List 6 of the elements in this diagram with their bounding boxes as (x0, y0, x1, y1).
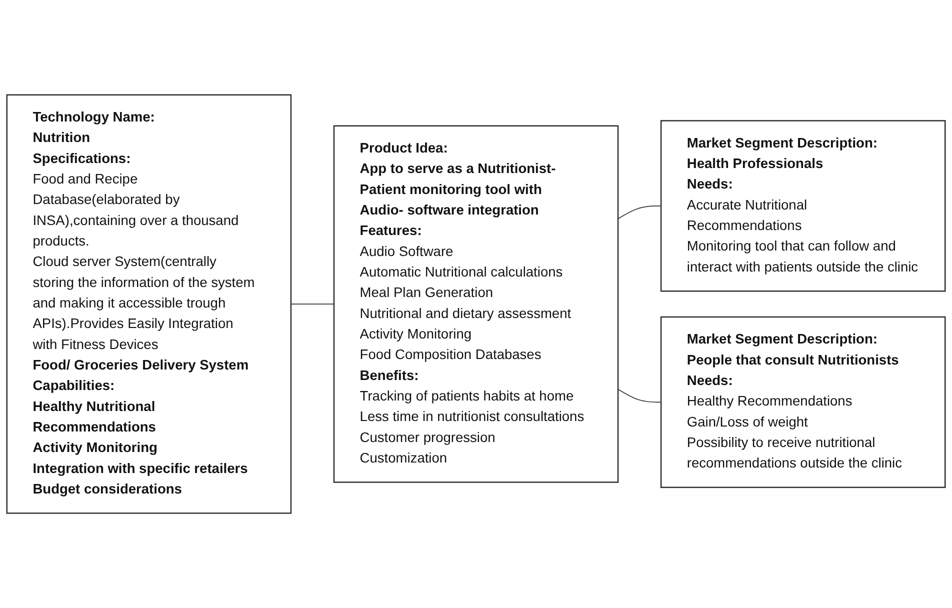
connector (618, 388, 662, 403)
node-box: Market Segment Description: Health Professionals Needs: Accurate Nutritional Recommendations Monitoring tool that can follow and interact with patients outside the clinic (660, 120, 946, 292)
node-box: Technology Name: Nutrition Specifications: Food and Recipe Database(elaborated by INSA),containing over a thousand products. Cloud server System(centrally storing the information of the system and making it accessible trough APIs).Provides Easily Integration with Fitness Devices Food/ Groceries Delivery System Capabilities: Healthy Nutritional Recommendations Activity Monitoring Integration with specific retailers Budget considerations (6, 94, 292, 514)
node-box: Market Segment Description: People that consult Nutritionists Needs: Healthy Recommendations Gain/Loss of weight Possibility to receive nutritional recommendations outside the clinic (660, 316, 946, 488)
node-box: Product Idea: App to serve as a Nutritionist-Patient monitoring tool with Audio- software integration Features: Audio Software Automatic Nutritional calculations Meal Plan Generation Nutritional and dietary assessment Activity Monitoring Food Composition Databases Benefits: Tracking of patients habits at home Less time in nutritionist consultations Customer progression Customization (333, 125, 619, 483)
connector (618, 205, 662, 220)
